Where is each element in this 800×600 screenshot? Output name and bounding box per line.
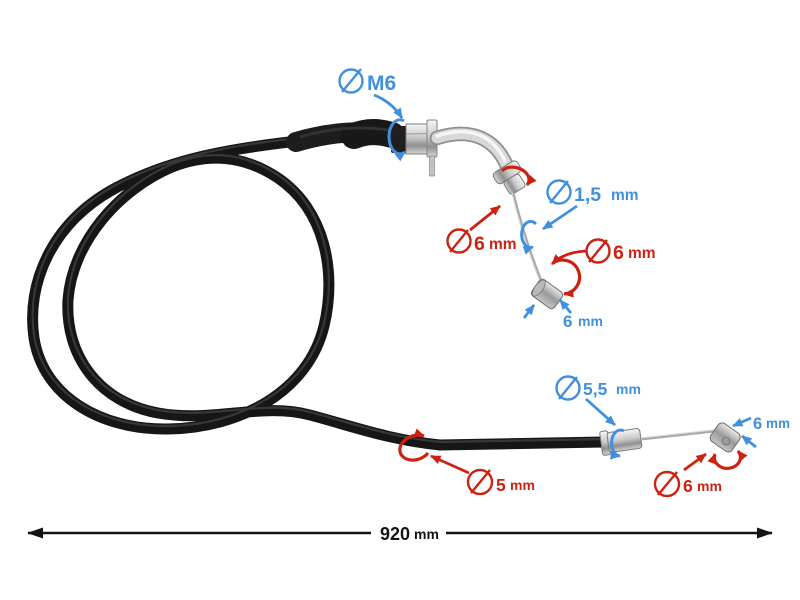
nut-facet-line: [405, 133, 429, 135]
callout-lower-nipple-diameter: 6 mm: [653, 449, 748, 498]
callout-upper-nipple-width: 6 mm: [522, 299, 603, 331]
callout-lower-ferrule: 5,5 mm: [555, 375, 641, 460]
elbow-ferrule: [492, 160, 526, 195]
adjuster-body: [391, 126, 408, 153]
adjuster-nut: [405, 123, 429, 155]
callout-unit: mm: [611, 187, 639, 204]
lower-fitting: [599, 422, 741, 456]
diameter-icon: [338, 68, 364, 94]
rotation-arrow-icon: [520, 219, 538, 255]
rotation-arrow-icon: [610, 428, 625, 460]
diameter-icon: [585, 238, 611, 264]
cable-sleeve-boot: [341, 119, 405, 149]
callout-unit: mm: [628, 245, 656, 262]
callout-upper-nipple-diameter: 6 mm: [551, 238, 656, 298]
lower-ferrule-cap: [599, 428, 643, 456]
lower-barrel-socket: [721, 436, 731, 446]
leader-arrow: [585, 397, 616, 427]
elbow-tube-highlight: [435, 129, 507, 163]
diameter-icon-slash: [657, 471, 678, 496]
callout-elbow-ferrule: 6 mm: [446, 165, 537, 255]
dimension-unit: mm: [414, 526, 439, 542]
callout-value: 6: [683, 476, 693, 496]
lower-inner-wire: [640, 429, 715, 441]
callout-value: 6: [563, 312, 572, 331]
washer-tab: [429, 155, 435, 177]
diameter-icon: [466, 468, 494, 496]
rotation-arrow-icon: [552, 258, 582, 298]
sleeve-highlight: [299, 126, 391, 139]
callout-value: 6: [613, 242, 624, 264]
leader-arrow: [430, 454, 470, 475]
callout-value: 6: [474, 233, 485, 255]
width-arrow-bottom: [741, 434, 757, 449]
length-dimension: 920 mm: [27, 524, 773, 544]
blue-annotations: M6 1,5 mm 6 mm 5,5 mm: [338, 68, 790, 460]
diameter-icon-slash: [558, 376, 578, 400]
callout-unit: mm: [616, 381, 641, 397]
width-arrow-top: [732, 416, 752, 428]
rotation-arrow-icon: [398, 428, 430, 462]
callout-value: 1,5: [574, 184, 601, 206]
rotation-arrow-icon: [500, 165, 537, 187]
callout-thread-m6: M6: [338, 68, 406, 162]
leader-arrow: [469, 204, 501, 232]
leader-arrow: [683, 452, 707, 472]
callout-unit: mm: [489, 236, 517, 253]
diameter-icon: [446, 228, 472, 254]
callout-inner-wire: 1,5 mm: [520, 179, 639, 255]
callout-unit: mm: [697, 478, 722, 494]
leader-arrow: [542, 204, 578, 231]
diameter-icon-slash: [341, 68, 362, 93]
diameter-icon: [653, 470, 681, 498]
elbow-ferrule-hub: [503, 173, 526, 195]
rotation-arrow-icon: [387, 118, 406, 162]
diameter-icon-slash: [470, 469, 491, 494]
upper-fitting: [391, 119, 564, 310]
diameter-icon-slash: [588, 239, 608, 263]
red-annotations: 6 mm 6 mm 6 mm 5 mm: [398, 165, 748, 498]
diameter-icon: [546, 179, 572, 205]
dimension-value: 920: [380, 524, 410, 544]
callout-value: 6: [753, 415, 762, 433]
upper-inner-wire: [511, 192, 543, 282]
callout-value: 5: [496, 475, 506, 495]
callout-unit: mm: [510, 477, 535, 493]
upper-inner-wire-highlight: [511, 192, 541, 282]
upper-barrel-face: [532, 279, 546, 297]
cable-highlight: [31, 136, 605, 444]
width-arrow-right: [558, 299, 573, 314]
rotation-arrow-icon: [707, 449, 748, 470]
callout-unit: mm: [766, 416, 790, 431]
callout-unit: mm: [578, 313, 603, 329]
diameter-icon-slash: [549, 180, 569, 204]
upper-barrel-nipple: [530, 278, 564, 310]
width-arrow-left: [522, 304, 536, 319]
nut-facet-line: [405, 143, 429, 145]
callout-value: 5,5: [583, 379, 608, 399]
diameter-icon: [555, 375, 581, 401]
lower-inner-wire-highlight: [640, 429, 715, 439]
callout-value: M6: [367, 72, 396, 95]
leader-arrow: [373, 93, 404, 119]
diameter-icon-slash: [449, 229, 469, 253]
callout-lower-nipple-width: 6 mm: [732, 415, 790, 449]
callout-outer-cable: 5 mm: [398, 428, 535, 496]
